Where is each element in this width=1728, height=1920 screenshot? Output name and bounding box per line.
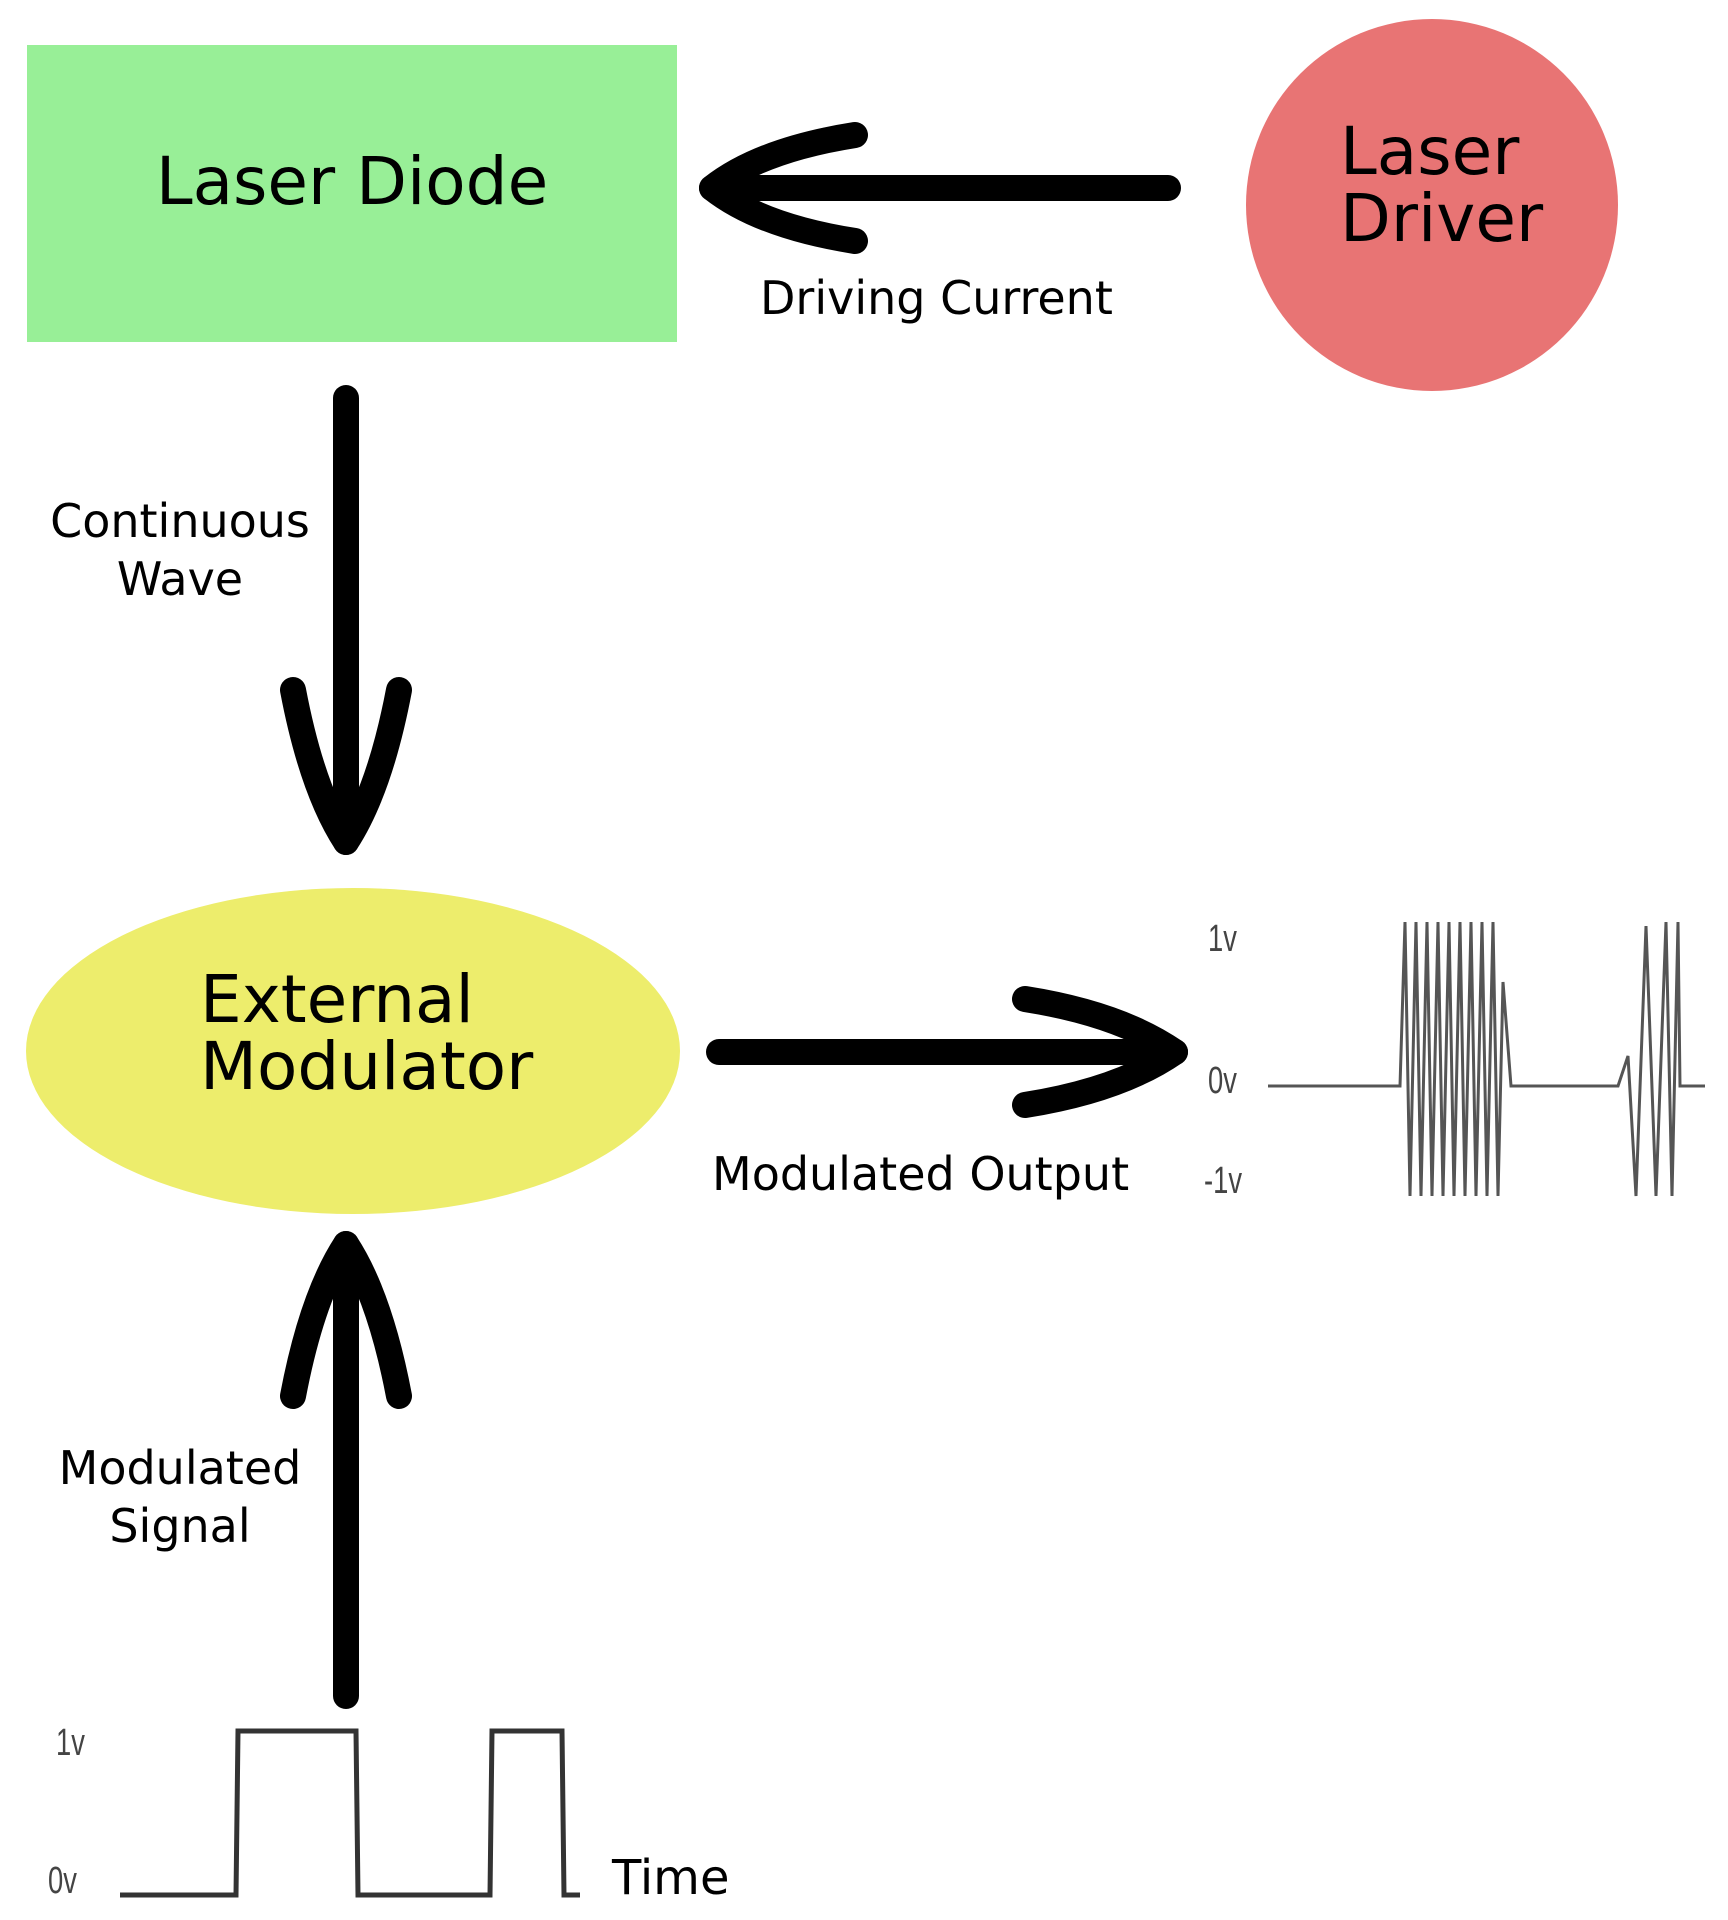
input-tick-1v: 1v [56,1722,85,1764]
laser-diode-label: Laser Diode [155,143,549,220]
laser-driver-label-line1: Laser [1340,113,1520,190]
external-modulator-node [26,888,680,1214]
driving-current-label: Driving Current [760,271,1113,325]
arrow-driving-current [699,122,1181,254]
modulated-signal-waveform [120,1728,580,1898]
external-modulator-label-line1: External [200,961,474,1038]
input-time-axis-label: Time [612,1850,730,1906]
external-modulator-label-line2: Modulator [200,1028,534,1106]
output-tick-minus-1v: -1v [1204,1160,1243,1202]
laser-driver-label-line2: Driver [1340,180,1544,258]
laser-diode-node [27,45,677,342]
laser-driver-node [1246,19,1618,391]
arrow-modulated-output [706,986,1188,1118]
modulated-signal-label: Modulated Signal [50,1440,310,1555]
input-tick-0v: 0v [48,1860,77,1902]
modulated-signal-label-line2: Signal [109,1498,251,1553]
continuous-wave-label: Continuous Wave [40,493,320,608]
external-modulator-label: External Modulator [200,966,533,1101]
modulated-signal-label-line1: Modulated [58,1441,302,1495]
modulated-output-label: Modulated Output [712,1147,1130,1201]
output-tick-0v: 0v [1208,1060,1237,1102]
arrow-modulated-signal [280,1231,412,1709]
modulated-output-waveform [1268,921,1705,1197]
output-tick-1v: 1v [1208,918,1237,960]
continuous-wave-label-line1: Continuous [50,494,310,548]
continuous-wave-label-line2: Wave [116,551,244,606]
laser-driver-label: Laser Driver [1340,118,1543,253]
arrow-continuous-wave [280,385,412,855]
